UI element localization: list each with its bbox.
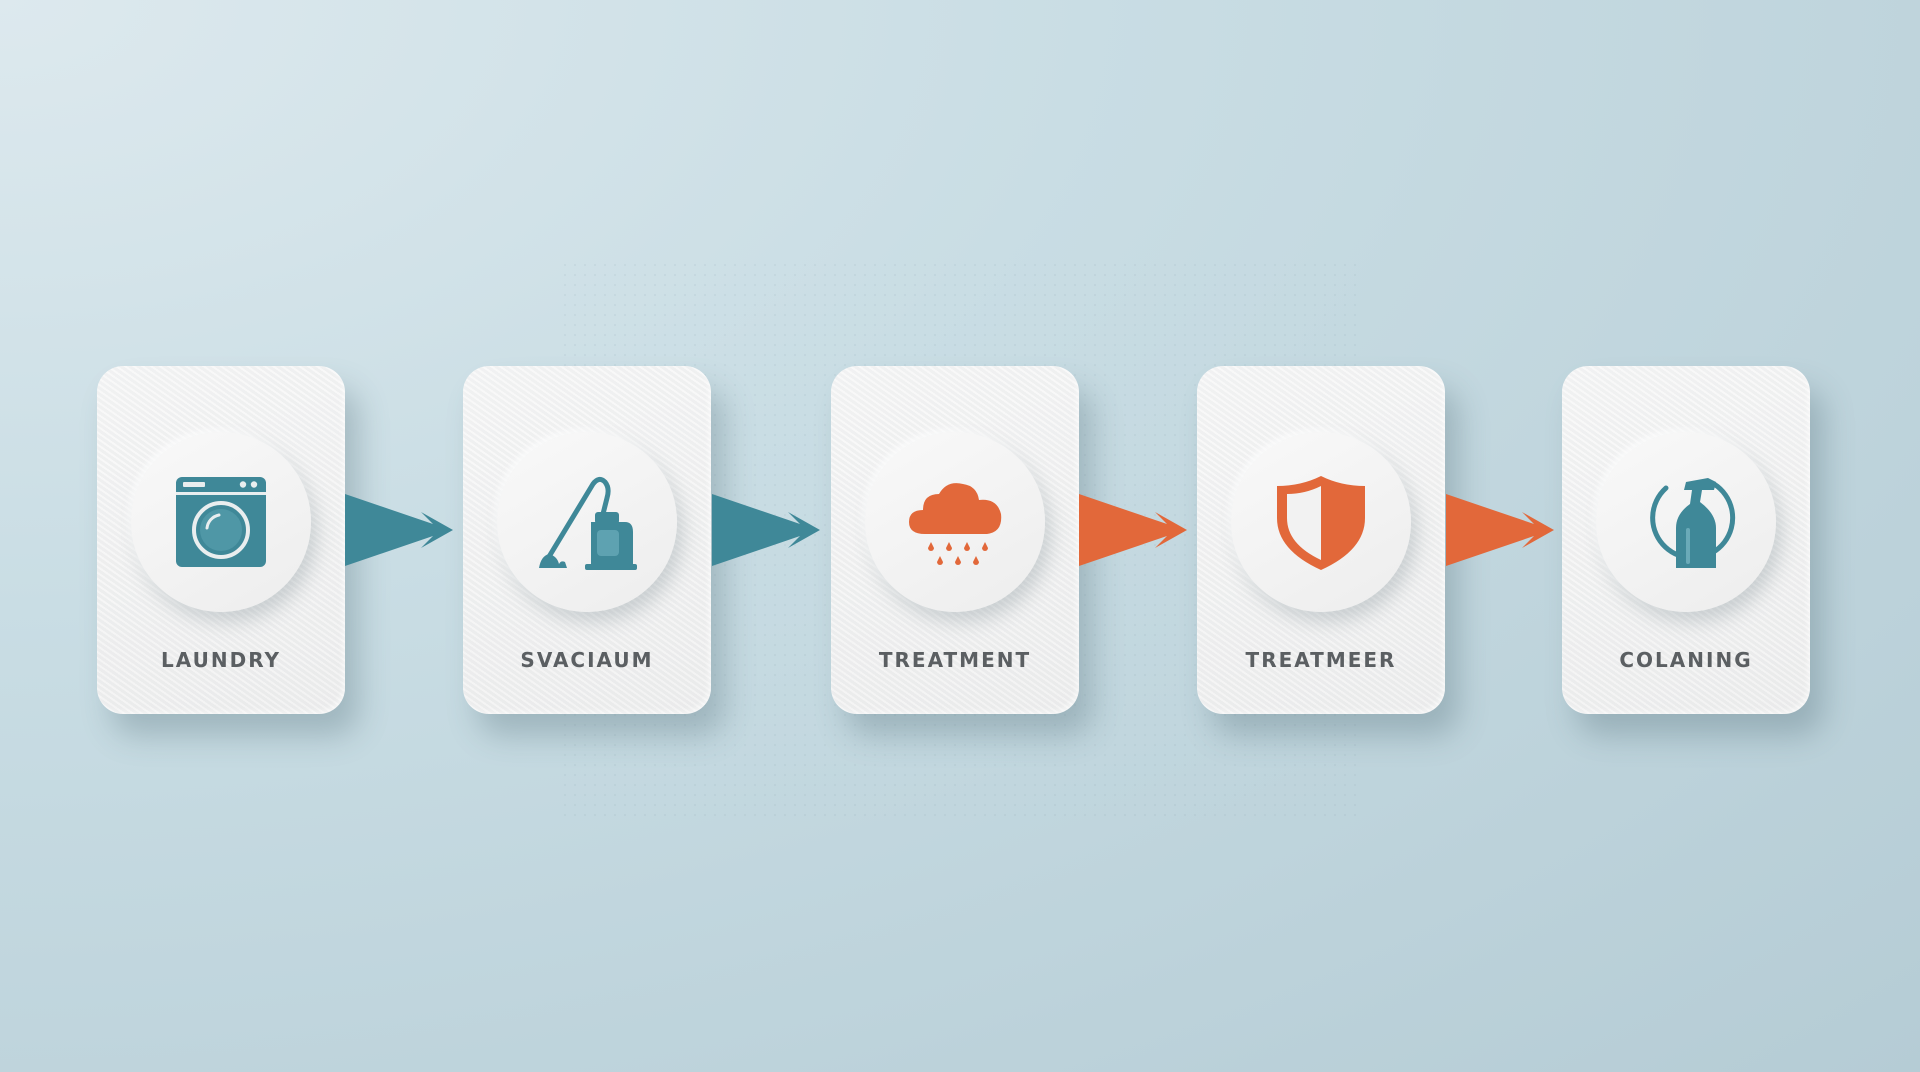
cloud-rain-icon <box>909 483 1002 565</box>
step-label: TREATMENT <box>878 648 1032 672</box>
icon-disc <box>1596 432 1776 612</box>
step-label: TREATMEER <box>1245 648 1397 672</box>
step-label: COLANING <box>1619 648 1753 672</box>
step-card-colaning: COLANING <box>1562 366 1810 714</box>
step-card-treatment: TREATMENT <box>831 366 1079 714</box>
flow-arrow-2 <box>712 494 820 566</box>
washing-machine-icon <box>176 477 266 567</box>
spray-bottle-icon <box>1650 478 1736 568</box>
step-card-treatmeer: TREATMEER <box>1197 366 1445 714</box>
flow-arrow-4 <box>1446 494 1554 566</box>
icon-disc <box>131 432 311 612</box>
icon-disc <box>865 432 1045 612</box>
step-card-svaciaum: SVACIAUM <box>463 366 711 714</box>
shield-icon <box>1277 476 1365 570</box>
flow-arrow-1 <box>345 494 453 566</box>
step-label: LAUNDRY <box>161 648 281 672</box>
flow-arrow-3 <box>1079 494 1187 566</box>
icon-disc <box>1231 432 1411 612</box>
step-card-laundry: LAUNDRY <box>97 366 345 714</box>
vacuum-icon <box>539 476 637 570</box>
step-label: SVACIAUM <box>520 648 654 672</box>
icon-disc <box>497 432 677 612</box>
